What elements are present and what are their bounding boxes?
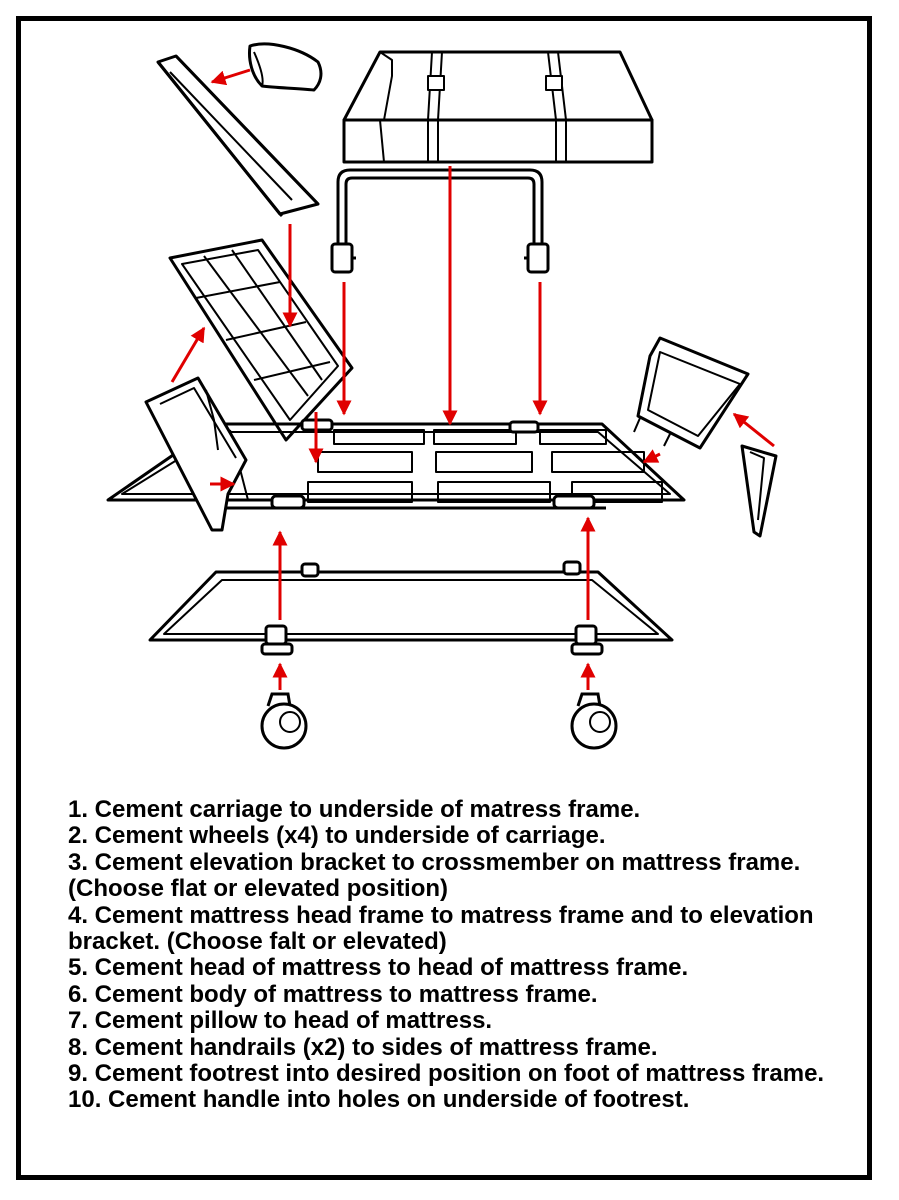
instruction-step: 3. Cement elevation bracket to crossmemb… bbox=[68, 848, 801, 903]
handle-part bbox=[740, 444, 778, 538]
carriage-part bbox=[148, 560, 674, 656]
page-border bbox=[16, 16, 872, 1180]
instruction-step: 9. Cement footrest into desired position… bbox=[68, 1060, 825, 1088]
mattress-head-frame-part bbox=[168, 238, 354, 442]
instruction-step: 4. Cement mattress head frame to matress… bbox=[68, 901, 814, 956]
elevation-bracket-part bbox=[330, 168, 550, 274]
instruction-step: 2. Cement wheels (x4) to underside of ca… bbox=[68, 822, 606, 850]
pillow-part bbox=[248, 42, 323, 92]
assembly-instructions: 1. Cement carriage to underside of matre… bbox=[68, 796, 858, 1114]
mattress-head-part bbox=[156, 54, 320, 218]
wheel-part-left bbox=[260, 692, 308, 750]
assembly-arrows bbox=[170, 68, 775, 690]
wheel-part-right bbox=[570, 692, 618, 750]
footrest-part bbox=[633, 336, 750, 450]
instruction-step: 6. Cement body of mattress to mattress f… bbox=[68, 980, 598, 1008]
instruction-step: 10. Cement handle into holes on undersid… bbox=[68, 1086, 690, 1114]
instruction-step: 8. Cement handrails (x2) to sides of mat… bbox=[68, 1033, 658, 1061]
mattress-body-part bbox=[342, 50, 654, 164]
instruction-step: 7. Cement pillow to head of mattress. bbox=[68, 1007, 493, 1035]
left-handrail-part bbox=[144, 376, 248, 532]
instruction-step: 1. Cement carriage to underside of matre… bbox=[68, 796, 641, 823]
instruction-step: 5. Cement head of mattress to head of ma… bbox=[68, 954, 689, 982]
